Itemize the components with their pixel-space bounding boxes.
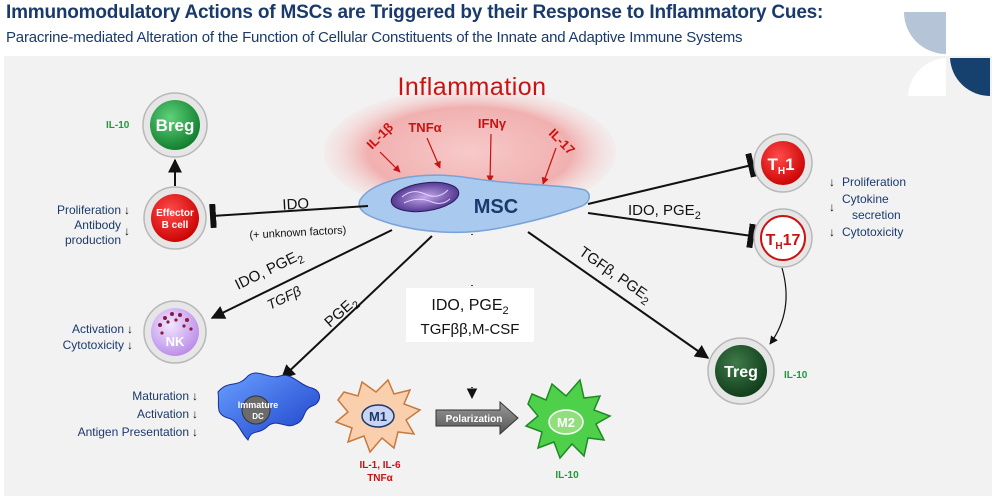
nk-label: NK [166, 334, 185, 349]
th1-label: TH1 [767, 155, 794, 177]
down-arrow-4: ↓ [127, 338, 133, 352]
down-arrow-7: ↓ [192, 425, 198, 439]
cytokine-arrow-2 [426, 137, 441, 169]
cytokine-arrow-3 [486, 133, 494, 183]
b-effect-proliferation: Proliferation [57, 203, 121, 217]
m2-label: M2 [557, 415, 575, 430]
msc-label: MSC [474, 196, 518, 218]
page-subtitle: Paracrine-mediated Alteration of the Fun… [6, 29, 743, 46]
nk-effect-activation: Activation [72, 322, 124, 336]
down-arrow-3: ↓ [127, 322, 133, 336]
down-arrow-5: ↓ [192, 389, 198, 403]
inflammation-label: Inflammation [397, 73, 546, 101]
breg-il10: IL-10 [106, 120, 130, 131]
th17-label: TH17 [766, 232, 801, 252]
down-arrow-2: ↓ [124, 224, 130, 238]
t-effect-proliferation: Proliferation [842, 175, 906, 189]
nk-effect-cytotoxicity: Cytotoxicity [63, 338, 124, 352]
m2-il10: IL-10 [555, 470, 579, 481]
polarization-label: Polarization [446, 414, 503, 425]
cytokine-tnfa: TNFα [408, 120, 441, 135]
b-effect-production: production [65, 233, 121, 247]
m1-cytokines-2: TNFα [367, 473, 393, 484]
down-arrow-9: ↓ [829, 200, 835, 214]
treg-label: Treg [724, 364, 758, 381]
cytokine-arrow-1 [379, 151, 401, 173]
down-arrow-1: ↓ [124, 203, 130, 217]
dc-label-2: DC [252, 412, 264, 421]
tgfb-pge2-treg-label: TGFβ, PGE2 [574, 243, 655, 308]
m1-cytokines-1: IL-1, IL-6 [359, 460, 401, 471]
down-arrow-6: ↓ [192, 407, 198, 421]
cytokine-arrow-4 [541, 147, 557, 185]
corner-logo [904, 12, 990, 97]
tgfb-nk-label: TGFβ [264, 283, 303, 313]
t-effect-cytokine: Cytokine [842, 192, 889, 206]
unknown-factors-label: (+ unknown factors) [249, 224, 346, 241]
msc-to-bcell-inhibit [209, 203, 369, 229]
msc-to-th17-inhibit [587, 212, 756, 249]
pge2-dc-label: PGE2 [321, 293, 362, 333]
msc-to-treg-arrow [527, 231, 710, 359]
effector-b-label-2: B cell [162, 220, 189, 231]
msc-to-th1-inhibit [587, 152, 757, 205]
cytokine-ifng: IFNγ [478, 116, 507, 131]
th17-to-treg-arrow [769, 267, 787, 345]
dc-effect-maturation: Maturation [132, 389, 189, 403]
t-effect-secretion: secretion [852, 208, 901, 222]
treg-il10: IL-10 [784, 370, 808, 381]
dc-label-1: Immature [238, 400, 279, 410]
dc-effect-antigen: Antigen Presentation [78, 425, 189, 439]
msc-to-nk-arrow [210, 229, 393, 319]
m1-label: M1 [369, 409, 387, 424]
polarization-arrow [435, 400, 519, 436]
ido-label-left: IDO [282, 195, 310, 213]
center-factor-line1: IDO, PGE2 [431, 297, 508, 317]
b-effect-antibody: Antibody [74, 218, 121, 232]
center-factor-box [406, 288, 534, 342]
msc-nucleus [390, 181, 460, 213]
down-arrow-8: ↓ [829, 175, 835, 189]
nk-granules [158, 312, 193, 335]
t-effect-cytotoxicity: Cytotoxicity [842, 225, 903, 239]
effector-b-label-1: Effector [156, 208, 194, 219]
center-factor-line2: TGFββ,M-CSF [421, 321, 520, 338]
down-arrow-10: ↓ [829, 225, 835, 239]
msc-to-dc-arrow [280, 235, 433, 379]
ido-pge2-right-label: IDO, PGE2 [628, 202, 701, 222]
page-title: Immunomodulatory Actions of MSCs are Tri… [6, 2, 824, 23]
dc-effect-activation: Activation [137, 407, 189, 421]
breg-label: Breg [156, 116, 195, 135]
